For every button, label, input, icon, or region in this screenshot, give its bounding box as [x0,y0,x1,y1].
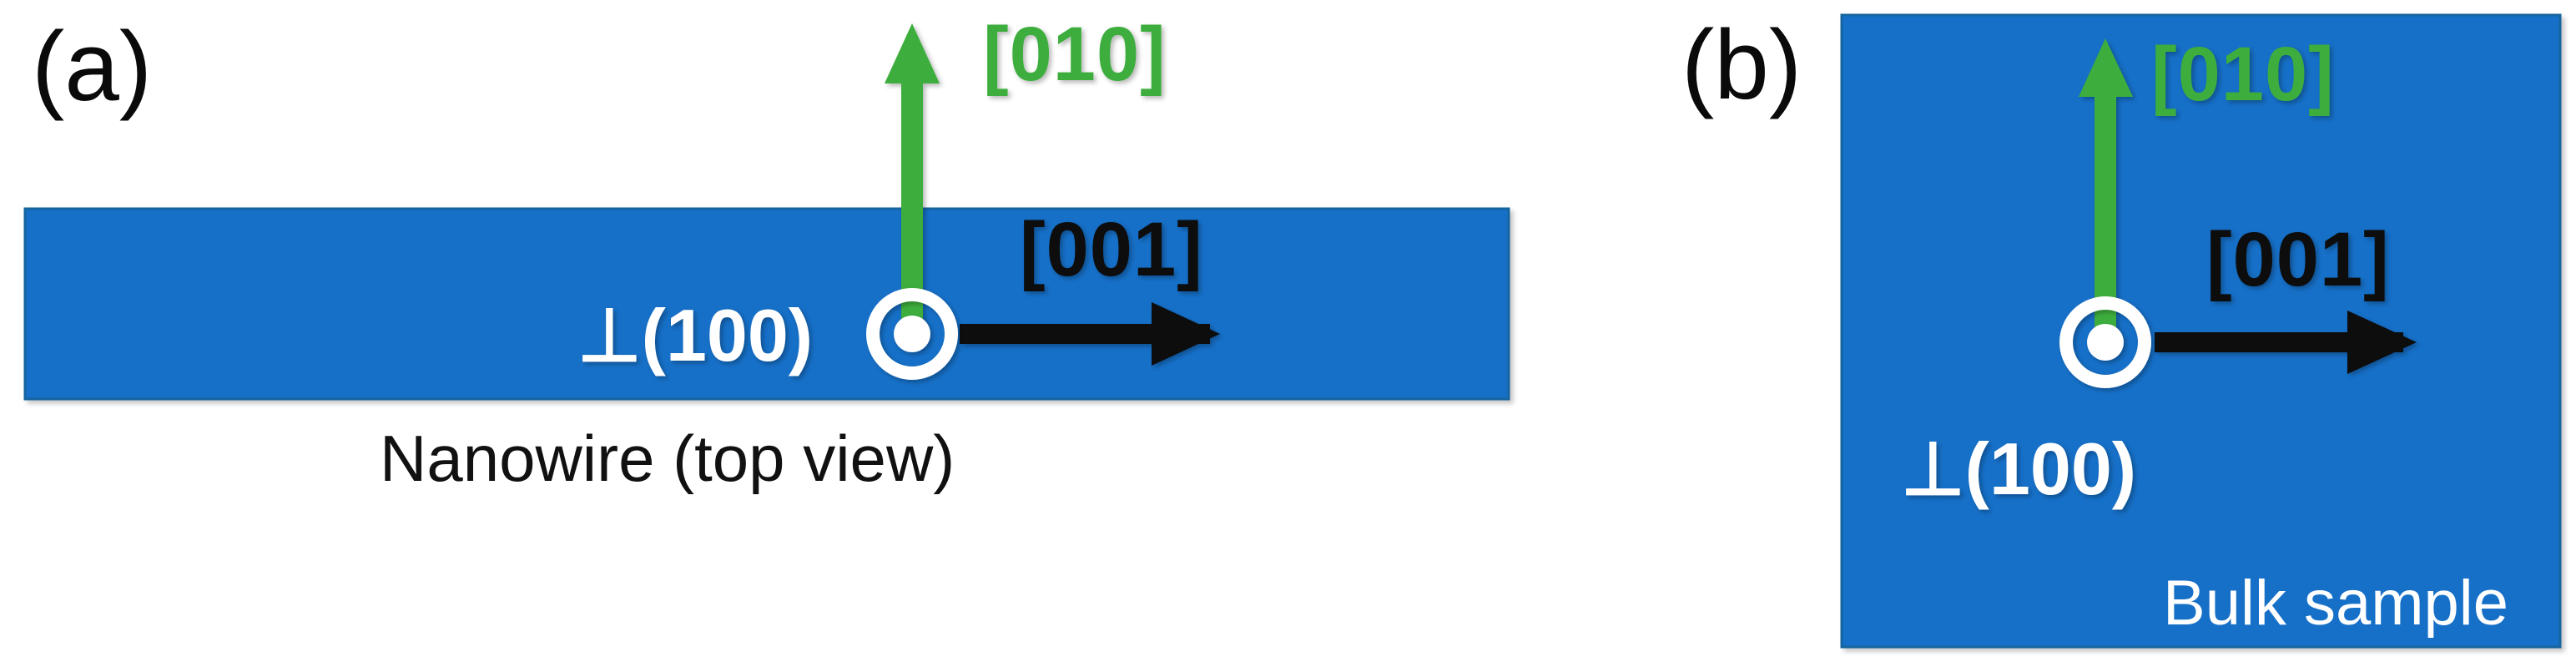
panel-a-axis-010-label: [010] [983,12,1167,97]
panel-b-circled-dot-center [2087,324,2124,361]
panel-b-axis-001-label: [001] [2206,217,2390,302]
panel-b-axis-001-head [2347,311,2417,374]
panel-b-plane-label: ⊥(100) [1901,427,2136,510]
panel-b-axis-001-arrow [2155,311,2417,374]
panel-b-axis-010-head [2079,38,2133,97]
panel-a-circled-dot-center [894,316,930,352]
panel-a-axis-001-head [1152,302,1220,366]
panel-b-circled-dot-ring [2059,296,2151,388]
panel-a-circled-dot-ring [866,288,958,380]
bulk-sample-block [1840,13,2562,649]
panel-a-sample-caption: Nanowire (top view) [380,422,955,495]
panel-b-sample-caption: Bulk sample [2163,568,2508,639]
panel-b-letter: (b) [1681,10,1802,120]
panel-a: (a) [010] [001] ⊥(100) [23,12,1510,495]
panel-b-out-of-plane-circled-dot-icon [2059,296,2151,388]
panel-a-axis-001-arrow [960,302,1220,366]
nanowire-sample-block [23,207,1510,401]
panel-a-plane-label: ⊥(100) [577,294,813,376]
panel-a-axis-001-label: [001] [1020,207,1203,292]
panel-a-out-of-plane-circled-dot-icon [866,288,958,380]
panel-a-letter: (a) [32,12,152,122]
panel-a-axis-010-head [885,23,940,83]
panel-b-axis-010-label: [010] [2151,32,2335,117]
panel-b: (b) [010] [001] ⊥(100) [1681,10,2562,649]
